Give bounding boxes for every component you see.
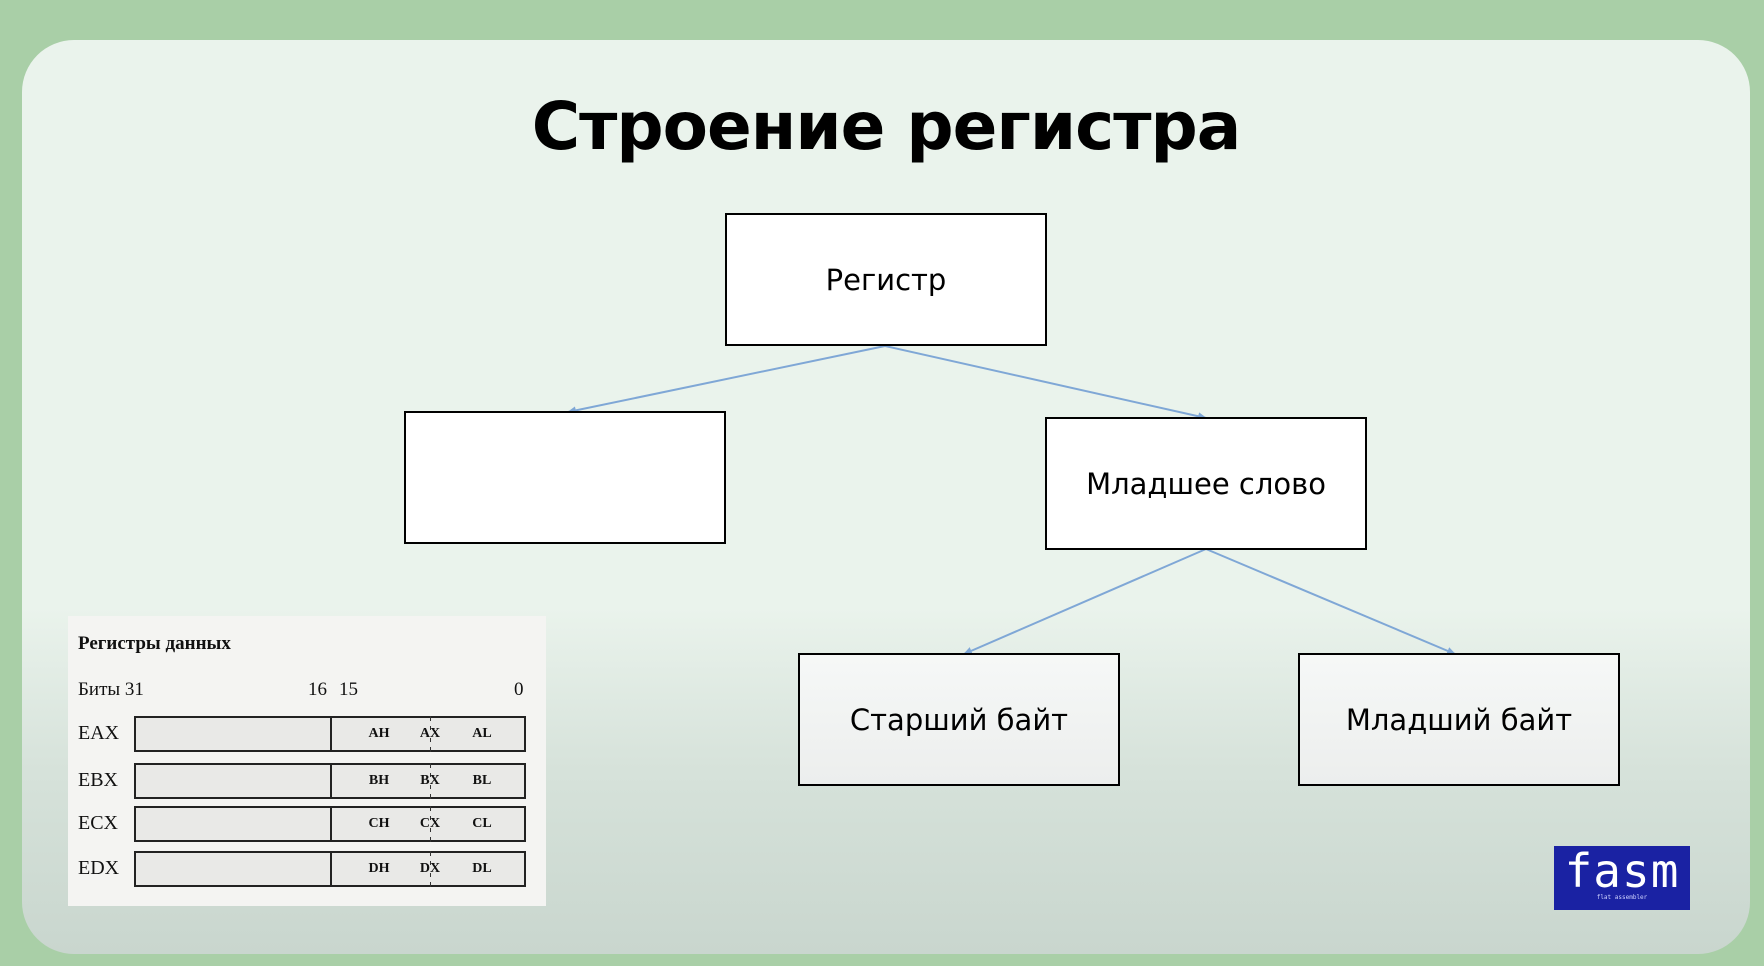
register-name: EBX xyxy=(78,769,118,791)
bit-15-label: 15 xyxy=(339,679,358,700)
register-row-ecx: ECX CH CX CL xyxy=(68,806,546,844)
register-name: EAX xyxy=(78,722,120,744)
node-low-byte: Младший байт xyxy=(1298,653,1620,786)
node-register-label: Регистр xyxy=(825,262,947,297)
node-high-byte: Старший байт xyxy=(798,653,1120,786)
register-row-eax: EAX AH AX AL xyxy=(68,716,546,754)
register-low-byte: AL xyxy=(472,726,492,741)
register-row-ebx: EBX BH BX BL xyxy=(68,763,546,801)
bit-16-label: 16 xyxy=(308,679,327,700)
register-byte-divider xyxy=(430,806,431,842)
node-low-word-label: Младшее слово xyxy=(1086,466,1326,501)
edge-word-high xyxy=(963,548,1207,655)
register-split xyxy=(330,763,332,799)
register-name: EDX xyxy=(78,857,120,879)
tree-edges xyxy=(567,345,1456,655)
bit-0-label: 0 xyxy=(514,679,524,700)
data-registers-figure: Регистры данных Биты 31 16 15 0 EAX AH A… xyxy=(68,616,546,906)
node-register: Регистр xyxy=(725,213,1047,346)
register-high-byte: BH xyxy=(368,773,390,788)
register-row-edx: EDX DH DX DL xyxy=(68,851,546,889)
slide: Строение регистра Регистр Младшее слово … xyxy=(22,40,1750,954)
register-word: AX xyxy=(419,726,441,741)
register-split xyxy=(330,851,332,887)
fasm-logo: fasm flat assembler xyxy=(1554,846,1690,910)
register-byte-divider xyxy=(430,716,431,752)
register-high-byte: DH xyxy=(368,861,390,876)
node-low-byte-label: Младший байт xyxy=(1345,702,1573,737)
register-high-byte: AH xyxy=(368,726,390,741)
bits-label: Биты 31 xyxy=(78,679,144,700)
register-low-byte: BL xyxy=(472,773,492,788)
data-registers-title: Регистры данных xyxy=(78,633,231,654)
register-word: DX xyxy=(419,861,441,876)
slide-title: Строение регистра xyxy=(531,88,1242,165)
fasm-logo-tagline: flat assembler xyxy=(1596,894,1648,901)
register-split xyxy=(330,716,332,752)
node-low-word: Младшее слово xyxy=(1045,417,1367,550)
node-high-word xyxy=(404,411,726,544)
edge-word-low xyxy=(1205,548,1456,655)
edge-root-right xyxy=(884,345,1207,421)
register-byte-divider xyxy=(430,851,431,887)
register-split xyxy=(330,806,332,842)
register-word: BX xyxy=(420,773,440,788)
node-high-byte-label: Старший байт xyxy=(849,702,1069,737)
register-byte-divider xyxy=(430,763,431,799)
fasm-logo-word: fasm xyxy=(1564,844,1680,898)
register-low-byte: CL xyxy=(472,816,492,831)
register-high-byte: CH xyxy=(368,816,390,831)
register-name: ECX xyxy=(78,812,118,834)
edge-root-left xyxy=(567,345,886,415)
register-low-byte: DL xyxy=(472,861,492,876)
register-word: CX xyxy=(419,816,441,831)
